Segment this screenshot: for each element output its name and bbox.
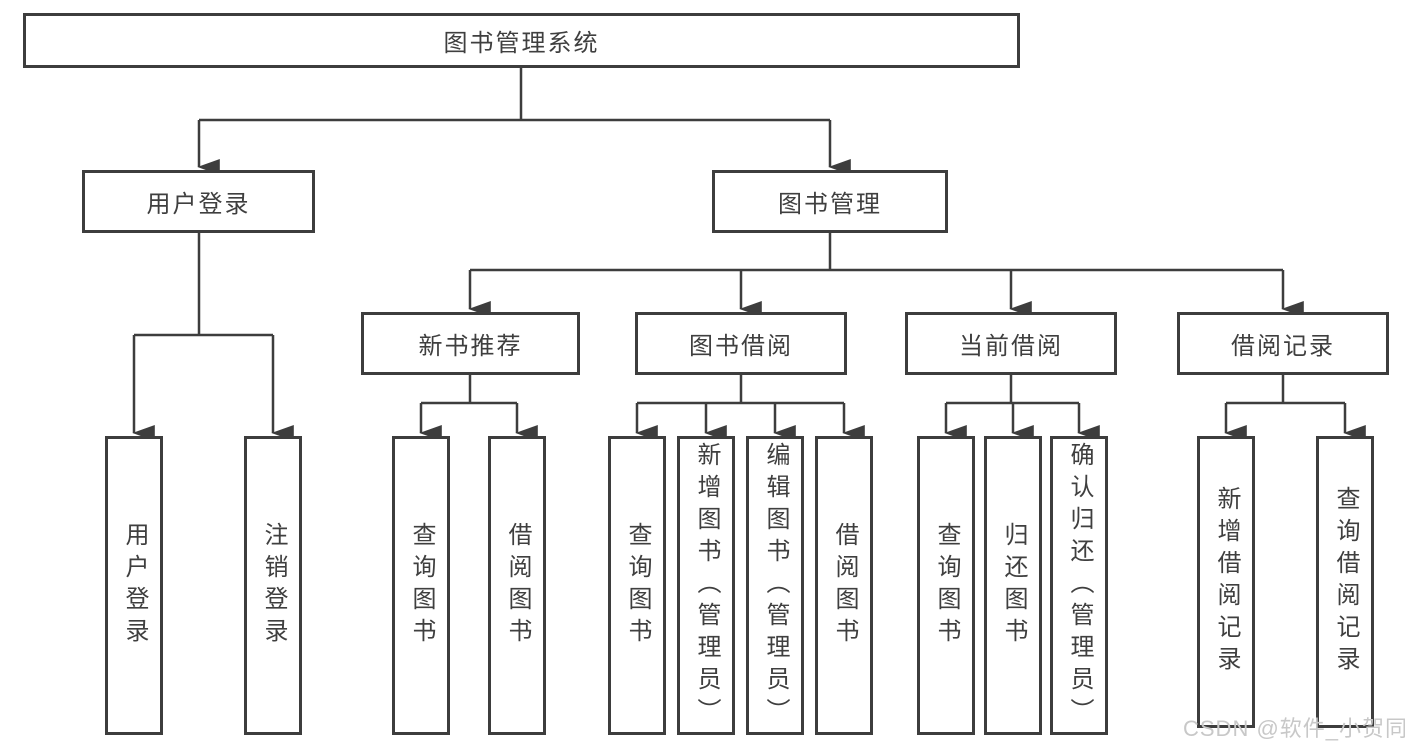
leaf-query-borrow-record: 查询借阅记录 bbox=[1316, 436, 1374, 728]
node-new-book-recommend: 新书推荐 bbox=[361, 312, 580, 375]
node-library-system: 图书管理系统 bbox=[23, 13, 1020, 68]
node-user-login-branch-label: 用户登录 bbox=[146, 191, 251, 218]
connector-book-management bbox=[470, 233, 1283, 272]
leaf-query-books-borrow-label: 查询图书 bbox=[624, 521, 651, 650]
connector-root bbox=[199, 68, 830, 122]
leaf-query-books-recommend: 查询图书 bbox=[392, 436, 450, 735]
node-new-book-recommend-label: 新书推荐 bbox=[418, 333, 523, 360]
leaf-query-borrow-record-label: 查询借阅记录 bbox=[1332, 486, 1359, 678]
leaf-user-login: 用户登录 bbox=[105, 436, 163, 735]
node-book-borrow: 图书借阅 bbox=[635, 312, 847, 375]
leaf-query-books-current: 查询图书 bbox=[917, 436, 975, 735]
leaf-logout-label: 注销登录 bbox=[260, 521, 287, 650]
node-book-borrow-label: 图书借阅 bbox=[689, 333, 793, 360]
leaf-query-books-current-label: 查询图书 bbox=[933, 521, 960, 650]
leaf-borrow-books-recommend: 借阅图书 bbox=[488, 436, 546, 735]
leaf-confirm-return-admin-label: 确认归还（管理员） bbox=[1066, 441, 1093, 730]
node-current-borrow-label: 当前借阅 bbox=[959, 333, 1063, 360]
node-borrow-records-label: 借阅记录 bbox=[1231, 333, 1335, 360]
node-book-management: 图书管理 bbox=[712, 170, 948, 233]
leaf-return-book: 归还图书 bbox=[984, 436, 1042, 735]
node-current-borrow: 当前借阅 bbox=[905, 312, 1117, 375]
leaf-borrow-books-label: 借阅图书 bbox=[831, 521, 858, 650]
node-borrow-records: 借阅记录 bbox=[1177, 312, 1389, 375]
leaf-return-book-label: 归还图书 bbox=[1000, 521, 1027, 650]
connector-borrow-records bbox=[1226, 375, 1345, 405]
connector-new-book-recommend bbox=[421, 375, 517, 405]
leaf-confirm-return-admin: 确认归还（管理员） bbox=[1050, 436, 1108, 735]
leaf-borrow-books-recommend-label: 借阅图书 bbox=[504, 521, 531, 650]
csdn-watermark: CSDN @软件_小贺同学 bbox=[1183, 716, 1405, 741]
node-user-login-branch: 用户登录 bbox=[82, 170, 315, 233]
leaf-add-book-admin: 新增图书（管理员） bbox=[677, 436, 735, 735]
connector-current-borrow bbox=[946, 375, 1079, 405]
leaf-query-books-recommend-label: 查询图书 bbox=[408, 521, 435, 650]
leaf-add-borrow-record-label: 新增借阅记录 bbox=[1213, 486, 1240, 678]
leaf-borrow-books: 借阅图书 bbox=[815, 436, 873, 735]
leaf-query-books-borrow: 查询图书 bbox=[608, 436, 666, 735]
connector-book-borrow bbox=[637, 375, 844, 405]
connector-user-login bbox=[134, 233, 273, 337]
leaf-edit-book-admin-label: 编辑图书（管理员） bbox=[762, 441, 789, 730]
leaf-user-login-label: 用户登录 bbox=[121, 521, 148, 650]
leaf-add-borrow-record: 新增借阅记录 bbox=[1197, 436, 1255, 728]
leaf-add-book-admin-label: 新增图书（管理员） bbox=[693, 441, 720, 730]
leaf-edit-book-admin: 编辑图书（管理员） bbox=[746, 436, 804, 735]
node-book-management-label: 图书管理 bbox=[778, 191, 882, 218]
node-library-system-label: 图书管理系统 bbox=[443, 30, 600, 57]
leaf-logout: 注销登录 bbox=[244, 436, 302, 735]
